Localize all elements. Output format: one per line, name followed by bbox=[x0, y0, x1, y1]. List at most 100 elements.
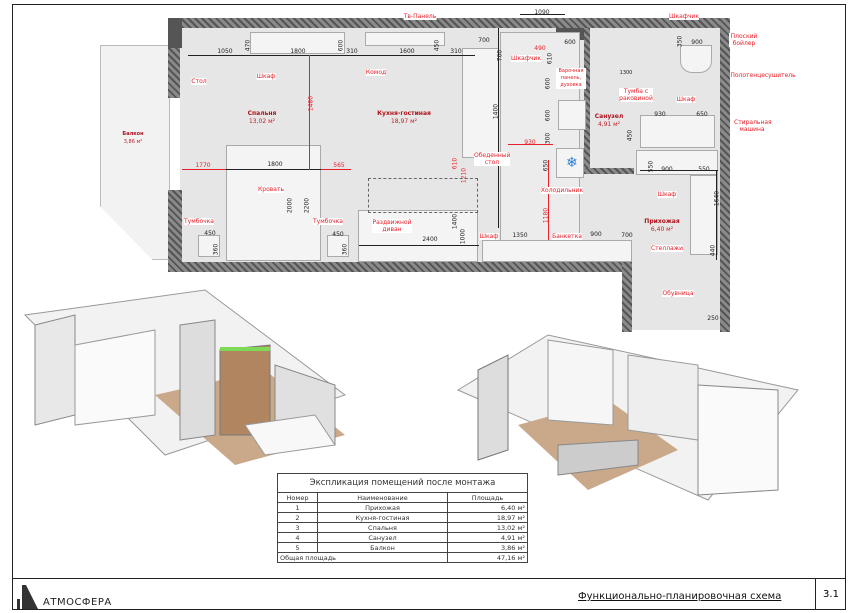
dim: 1770 bbox=[195, 162, 211, 169]
dim: 900 bbox=[590, 231, 602, 238]
isometric-view-right bbox=[456, 334, 799, 501]
dim: 1640 bbox=[713, 190, 721, 207]
label-boiler: Плоский бойлер bbox=[729, 33, 759, 47]
dim: 1090 bbox=[534, 9, 550, 16]
dim: 650 bbox=[696, 111, 708, 118]
label-wardrobe: Шкаф bbox=[256, 73, 276, 80]
logo-text: АТМОСФЕРА bbox=[43, 597, 112, 608]
wall-bath-bottom bbox=[584, 168, 634, 174]
label-wardrobe: Шкаф bbox=[479, 233, 499, 240]
dim: 1210 bbox=[460, 167, 468, 184]
label-dining-table: Обеденный стол bbox=[474, 152, 511, 166]
dim: 1600 bbox=[399, 48, 415, 55]
bed bbox=[226, 145, 321, 261]
kitchen-counter bbox=[500, 32, 580, 262]
dim: 550 bbox=[647, 160, 655, 173]
dim: 350 bbox=[676, 35, 684, 48]
header-name: Наименование bbox=[317, 492, 448, 503]
sheet-title: Функционально-планировочная схема bbox=[578, 591, 782, 602]
label-tv-panel: Тв-Панель bbox=[403, 13, 437, 20]
label-bed: Кровать bbox=[258, 186, 284, 193]
sofa bbox=[358, 210, 478, 262]
dim: 2200 bbox=[303, 197, 311, 214]
wall-right bbox=[720, 18, 730, 332]
label-shoe-rack: Обувница bbox=[662, 290, 694, 297]
dim: 1000 bbox=[459, 228, 467, 245]
nightstand-right bbox=[327, 235, 349, 257]
dim: 600 bbox=[544, 77, 552, 90]
fridge bbox=[556, 148, 584, 178]
wall-bottom bbox=[168, 262, 632, 272]
wardrobe bbox=[250, 32, 345, 54]
label-cabinet: Шкафчик bbox=[511, 55, 541, 62]
label-nightstand: Тумбочка bbox=[184, 218, 214, 225]
dim: 610 bbox=[546, 52, 554, 65]
dim: 440 bbox=[709, 244, 717, 257]
dim: 1480 bbox=[307, 95, 315, 112]
label-wardrobe: Шкаф bbox=[676, 96, 696, 103]
label-shelves: Стеллажи bbox=[650, 245, 684, 252]
drawing-frame bbox=[12, 4, 846, 610]
sink-cabinet bbox=[640, 115, 715, 148]
label-sofa: Раздвижной диван bbox=[372, 219, 412, 233]
dim: 300 bbox=[544, 132, 552, 145]
dim: 1350 bbox=[512, 232, 528, 239]
dim: 550 bbox=[698, 166, 710, 173]
wall-bath bbox=[584, 28, 590, 173]
sheet-number: 3.1 bbox=[815, 579, 846, 610]
label-nightstand: Тумбочка bbox=[313, 218, 343, 225]
nightstand-left bbox=[198, 235, 220, 257]
label-hob: Варочная панель, духовка bbox=[556, 68, 586, 89]
dim: 250 bbox=[707, 315, 719, 322]
dim: 1180 bbox=[542, 207, 550, 224]
wall-left bbox=[168, 48, 180, 98]
toilet bbox=[680, 45, 712, 73]
hob bbox=[558, 100, 586, 130]
label-dresser: Комод bbox=[365, 69, 387, 76]
dim: 600 bbox=[564, 39, 576, 46]
hall-shelves bbox=[690, 175, 718, 255]
dim: 490 bbox=[534, 45, 546, 52]
bench-cabinet bbox=[482, 240, 632, 262]
dim: 2400 bbox=[422, 236, 438, 243]
dim: 565 bbox=[333, 162, 345, 169]
sofa-extended bbox=[368, 178, 478, 213]
dim: 610 bbox=[451, 157, 459, 170]
snowflake-icon: ❄ bbox=[566, 155, 578, 171]
dim: 360 bbox=[341, 243, 349, 256]
dim: 470 bbox=[244, 39, 252, 52]
dim: 360 bbox=[212, 243, 220, 256]
label-cabinet: Шкафчик bbox=[669, 13, 699, 20]
dim: 1800 bbox=[290, 48, 306, 55]
dim: 2000 bbox=[286, 197, 294, 214]
dim: 900 bbox=[691, 39, 703, 46]
dim: 310 bbox=[346, 48, 358, 55]
label-sink-cabinet: Тумба с раковиной bbox=[619, 88, 653, 102]
dim: 1300 bbox=[619, 70, 633, 76]
dim: 700 bbox=[496, 49, 504, 62]
logo: АТМОСФЕРА bbox=[16, 583, 136, 609]
dim: 310 bbox=[450, 48, 462, 55]
dim: 700 bbox=[478, 37, 490, 44]
label-washer: Стиральная машина bbox=[734, 119, 772, 133]
label-towel-dryer: Полотенцесушитель bbox=[730, 72, 796, 79]
wall-left-lower bbox=[168, 190, 182, 272]
dim: 600 bbox=[544, 109, 552, 122]
dim: 1400 bbox=[492, 103, 500, 120]
label-bench: Банкетка bbox=[552, 233, 582, 240]
dim: 1800 bbox=[267, 161, 283, 168]
dim: 450 bbox=[626, 129, 634, 142]
dining-table bbox=[462, 48, 499, 158]
dim: 450 bbox=[204, 230, 216, 237]
label-wardrobe: Шкаф bbox=[657, 191, 677, 198]
